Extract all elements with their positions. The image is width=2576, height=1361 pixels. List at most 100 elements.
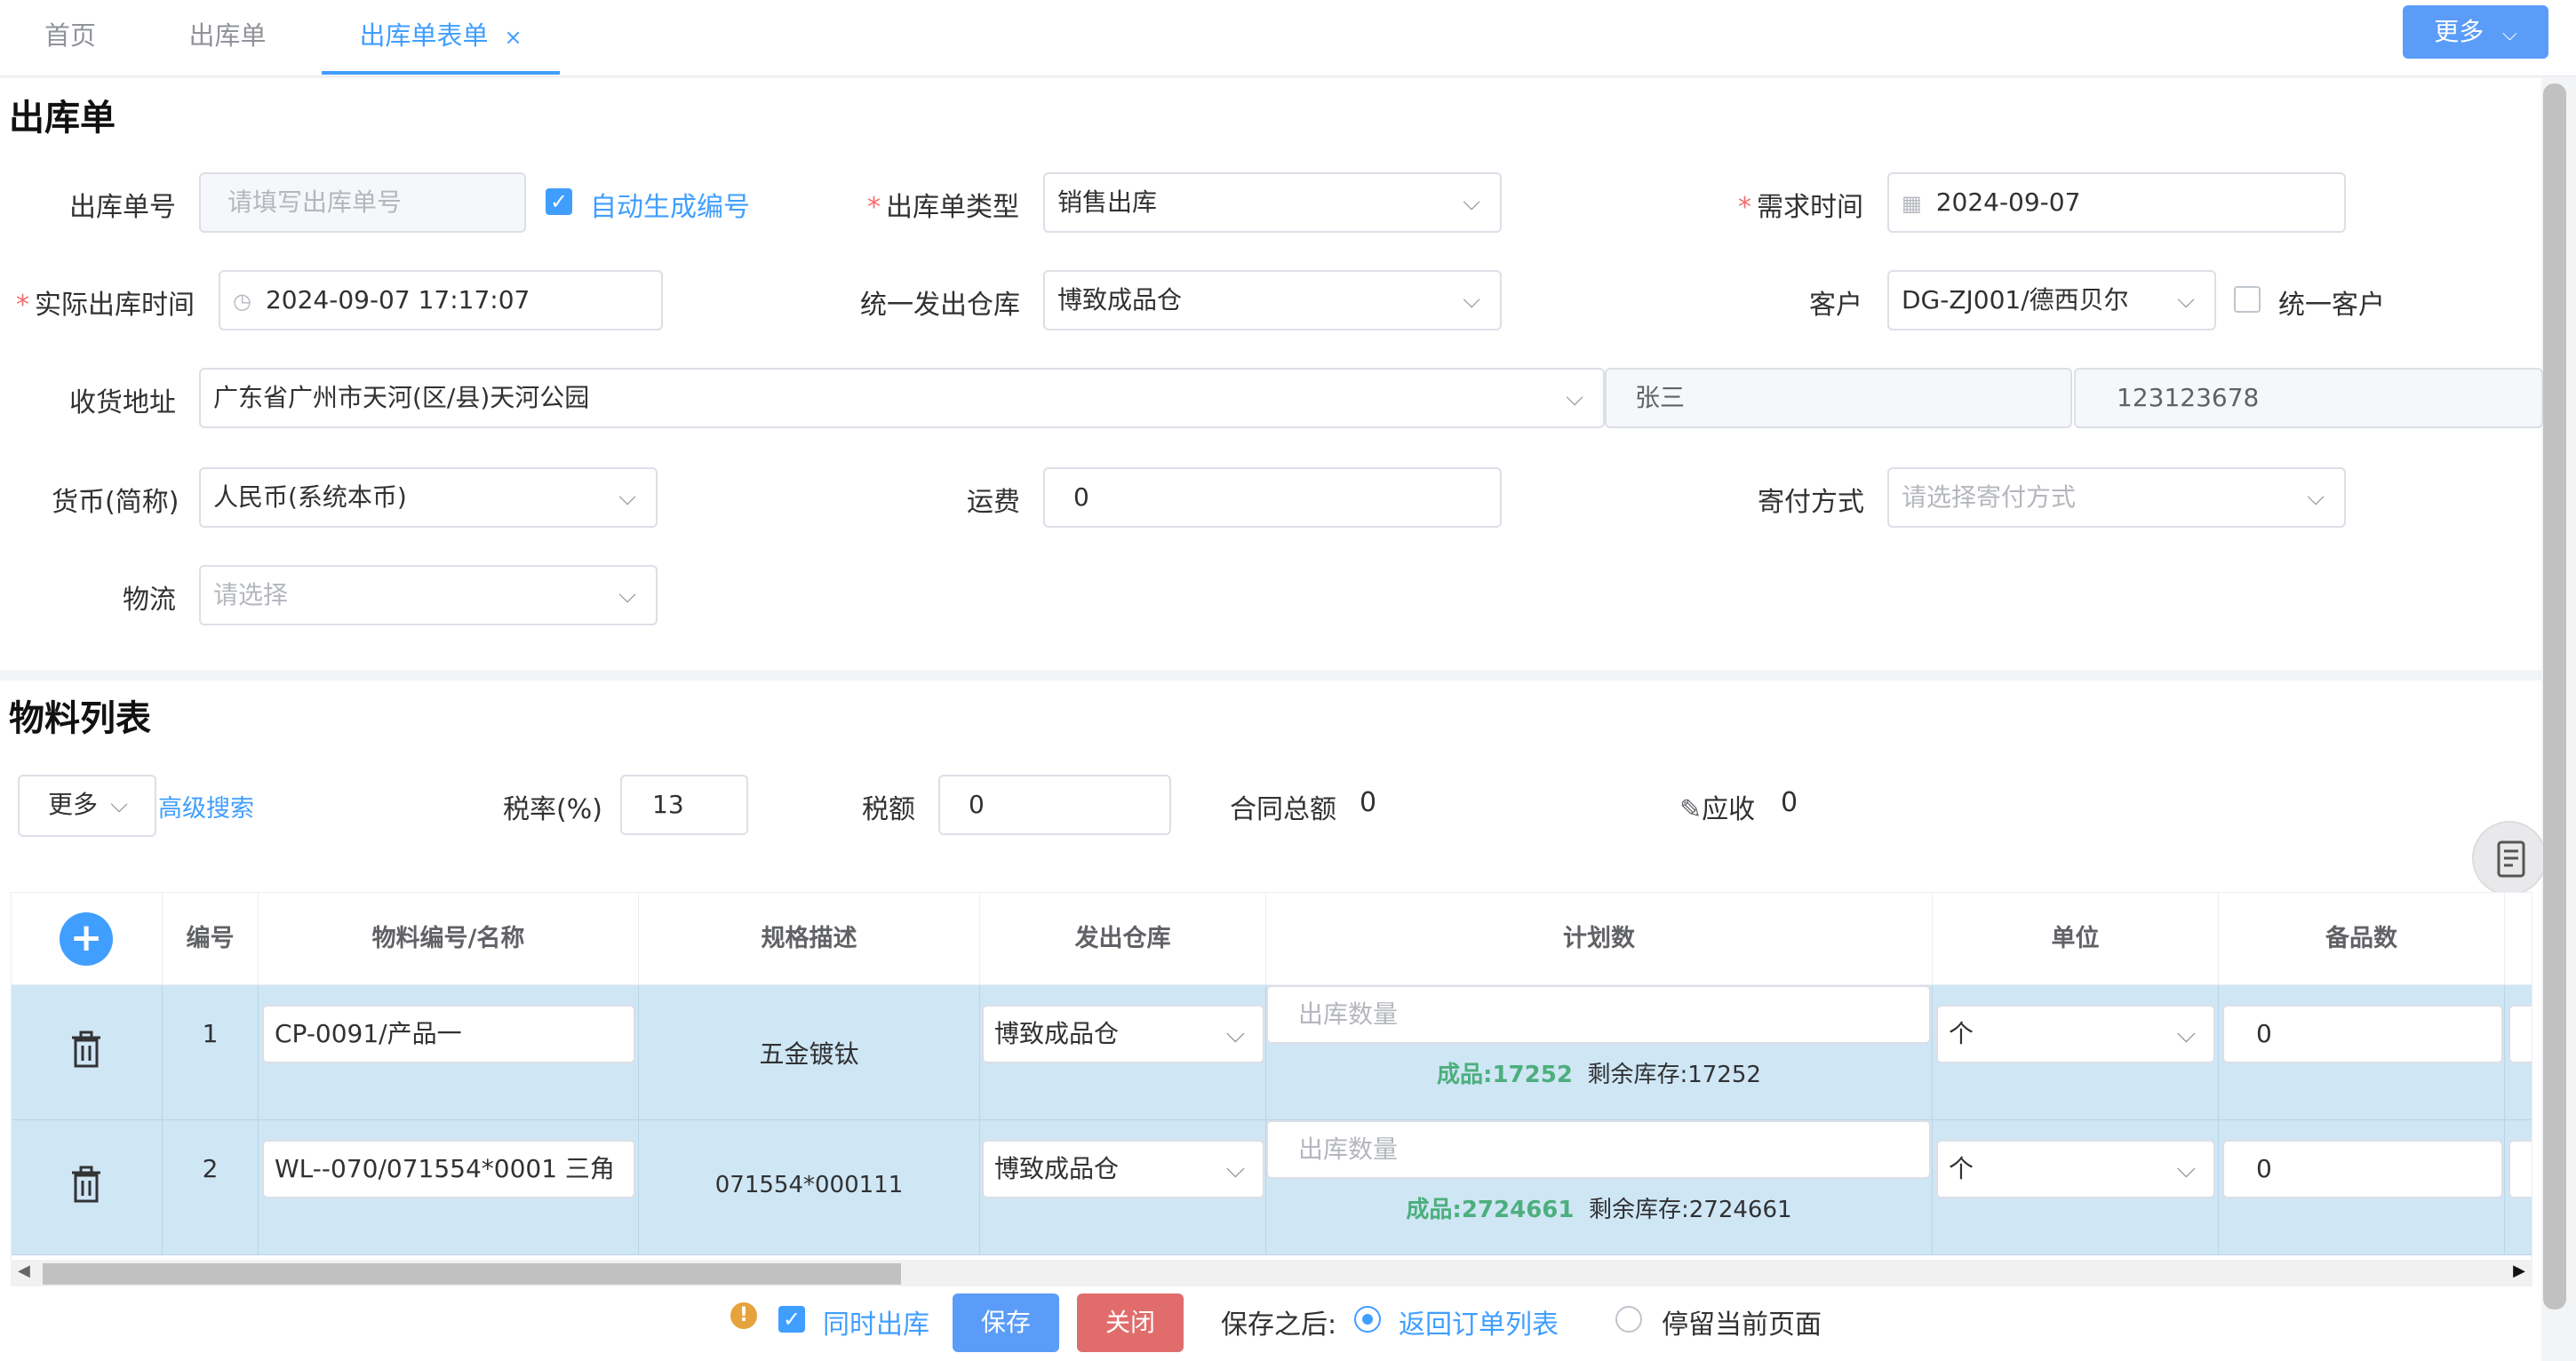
chevron-down-icon: ⌵ [618, 582, 636, 609]
unify-customer-checkbox[interactable] [2234, 286, 2261, 313]
unit-select[interactable]: 个⌵ [1936, 1140, 2215, 1198]
plan-qty-input[interactable]: 出库数量 [1266, 985, 1931, 1044]
table-row: 1 CP-0091/产品一 五金镀钛 博致成品仓⌵ 出库数量 成品:17252 … [12, 985, 2532, 1120]
contact-input: 张三 [1605, 368, 2072, 428]
close-icon[interactable]: × [504, 25, 522, 50]
horizontal-scroll-thumb[interactable] [43, 1263, 901, 1285]
auto-generate-label[interactable]: 自动生成编号 [590, 192, 750, 223]
chevron-down-icon: ⌵ [2177, 287, 2195, 314]
row-warehouse-select[interactable]: 博致成品仓⌵ [982, 1140, 1264, 1198]
receivable-label: ✎应收 [1679, 787, 1755, 826]
page-title: 出库单 [9, 98, 116, 139]
stock-value: 2724661 [1461, 1197, 1575, 1223]
row-no-cell: 2 [163, 1120, 259, 1255]
address-select[interactable]: 广东省广州市天河(区/县)天河公园⌵ [199, 368, 1605, 428]
advanced-search-link[interactable]: 高级搜索 [158, 795, 254, 823]
more-dropdown[interactable]: 更多⌵ [18, 775, 156, 837]
unit-select[interactable]: 个⌵ [1936, 1005, 2215, 1063]
material-input[interactable]: CP-0091/产品一 [262, 1005, 635, 1063]
ship-method-label: 寄付方式 [1758, 487, 1864, 518]
outbound-type-text: 出库单类型 [886, 192, 1019, 223]
tab-outbound-list[interactable]: 出库单 [188, 20, 267, 51]
logistics-select[interactable]: 请选择⌵ [199, 565, 658, 625]
save-button[interactable]: 保存 [953, 1293, 1059, 1352]
vertical-scrollbar[interactable] [2543, 84, 2566, 1309]
receivable-value: 0 [1781, 787, 1798, 818]
chevron-down-icon: ⌵ [618, 484, 636, 511]
stay-page-label[interactable]: 停留当前页面 [1662, 1309, 1822, 1341]
material-cell: CP-0091/产品一 [259, 985, 639, 1120]
auto-generate-checkbox[interactable]: ✓ [546, 188, 572, 215]
next-input[interactable]: 5 [2508, 1005, 2532, 1063]
logistics-label: 物流 [123, 585, 176, 616]
contract-total-label: 合同总额 [1230, 794, 1336, 825]
demand-time-picker[interactable]: ▦2024-09-07 [1887, 172, 2346, 233]
unify-customer-label[interactable]: 统一客户 [2278, 290, 2385, 321]
spare-input[interactable]: 0 [2222, 1005, 2503, 1063]
tax-rate-input[interactable]: 13 [620, 775, 748, 835]
spare-input[interactable]: 0 [2222, 1140, 2503, 1198]
plan-qty-placeholder: 出库数量 [1298, 1134, 1399, 1164]
row-warehouse-value: 博致成品仓 [994, 1019, 1120, 1048]
chevron-down-icon: ⌵ [110, 792, 128, 818]
return-list-label[interactable]: 返回订单列表 [1399, 1309, 1559, 1341]
sync-outbound-checkbox[interactable]: ✓ [778, 1306, 805, 1333]
freight-value: 0 [1073, 482, 1089, 512]
spare-value: 0 [2256, 1019, 2272, 1048]
customer-label: 客户 [1809, 290, 1862, 321]
tab-outbound-form[interactable]: 出库单表单× [322, 0, 560, 75]
row-warehouse-select[interactable]: 博致成品仓 ⌵ [982, 1005, 1264, 1063]
scroll-right-icon[interactable]: ▶ [2513, 1262, 2525, 1280]
next-input[interactable]: 5 [2508, 1140, 2532, 1198]
ship-method-select[interactable]: 请选择寄付方式⌵ [1887, 467, 2346, 528]
chevron-down-icon: ⌵ [1225, 1019, 1245, 1048]
col-header-spec: 规格描述 [639, 893, 980, 985]
phone-input: 123123678 [2074, 368, 2543, 428]
row-warehouse-value: 博致成品仓 [994, 1154, 1120, 1183]
warehouse-select[interactable]: 博致成品仓⌵ [1043, 270, 1502, 330]
address-label: 收货地址 [69, 387, 176, 418]
chevron-down-icon: ⌵ [2176, 1019, 2196, 1048]
return-list-radio[interactable] [1354, 1306, 1381, 1333]
row-actions-cell [12, 1120, 163, 1255]
edit-icon[interactable]: ✎ [1679, 794, 1703, 825]
unit-value: 个 [1949, 1019, 1974, 1048]
currency-select[interactable]: 人民币(系统本币)⌵ [199, 467, 658, 528]
receivable-text: 应收 [1702, 794, 1756, 825]
trash-icon[interactable] [68, 1030, 104, 1069]
tab-bar: 首页 出库单 出库单表单× 更多 ⌵ [0, 0, 2576, 76]
outbound-no-input[interactable]: 请填写出库单号 [199, 172, 526, 233]
material-value: CP-0091/产品一 [275, 1019, 462, 1048]
outbound-type-select[interactable]: 销售出库⌵ [1043, 172, 1502, 233]
customer-select[interactable]: DG-ZJ001/德西贝尔⌵ [1887, 270, 2216, 330]
horizontal-scrollbar[interactable]: ◀ ▶ [11, 1260, 2532, 1286]
plan-qty-input[interactable]: 出库数量 [1266, 1120, 1931, 1179]
actual-time-label: *实际出库时间 [16, 290, 195, 321]
stock-value: 17252 [1492, 1062, 1573, 1088]
stock-label: 成品: [1437, 1062, 1493, 1088]
sync-outbound-label[interactable]: 同时出库 [823, 1309, 929, 1341]
phone-value: 123123678 [2117, 383, 2260, 412]
tax-rate-value: 13 [652, 790, 684, 819]
add-row-button[interactable]: + [60, 912, 113, 966]
more-button[interactable]: 更多 ⌵ [2403, 5, 2548, 59]
demand-time-text: 需求时间 [1757, 192, 1863, 223]
document-float-button[interactable] [2472, 821, 2547, 895]
col-header-spare: 备品数 [2219, 893, 2505, 985]
col-header-unit: 单位 [1933, 893, 2219, 985]
actual-time-picker[interactable]: ◷2024-09-07 17:17:07 [219, 270, 663, 330]
stay-page-radio[interactable] [1615, 1306, 1642, 1333]
scroll-left-icon[interactable]: ◀ [18, 1262, 30, 1280]
clock-icon: ◷ [233, 289, 251, 314]
remaining-stock: 剩余库存:17252 [1587, 1062, 1761, 1088]
material-value: WL--070/071554*0001 三角 [275, 1154, 615, 1183]
close-button[interactable]: 关闭 [1077, 1293, 1184, 1352]
material-input[interactable]: WL--070/071554*0001 三角 [262, 1140, 635, 1198]
outbound-type-value: 销售出库 [1057, 187, 1158, 217]
tab-home[interactable]: 首页 [44, 20, 96, 51]
tax-amount-value: 0 [969, 790, 985, 819]
tax-amount-input[interactable]: 0 [938, 775, 1171, 835]
freight-input[interactable]: 0 [1043, 467, 1502, 528]
trash-icon[interactable] [68, 1165, 104, 1204]
unit-value: 个 [1949, 1154, 1974, 1183]
